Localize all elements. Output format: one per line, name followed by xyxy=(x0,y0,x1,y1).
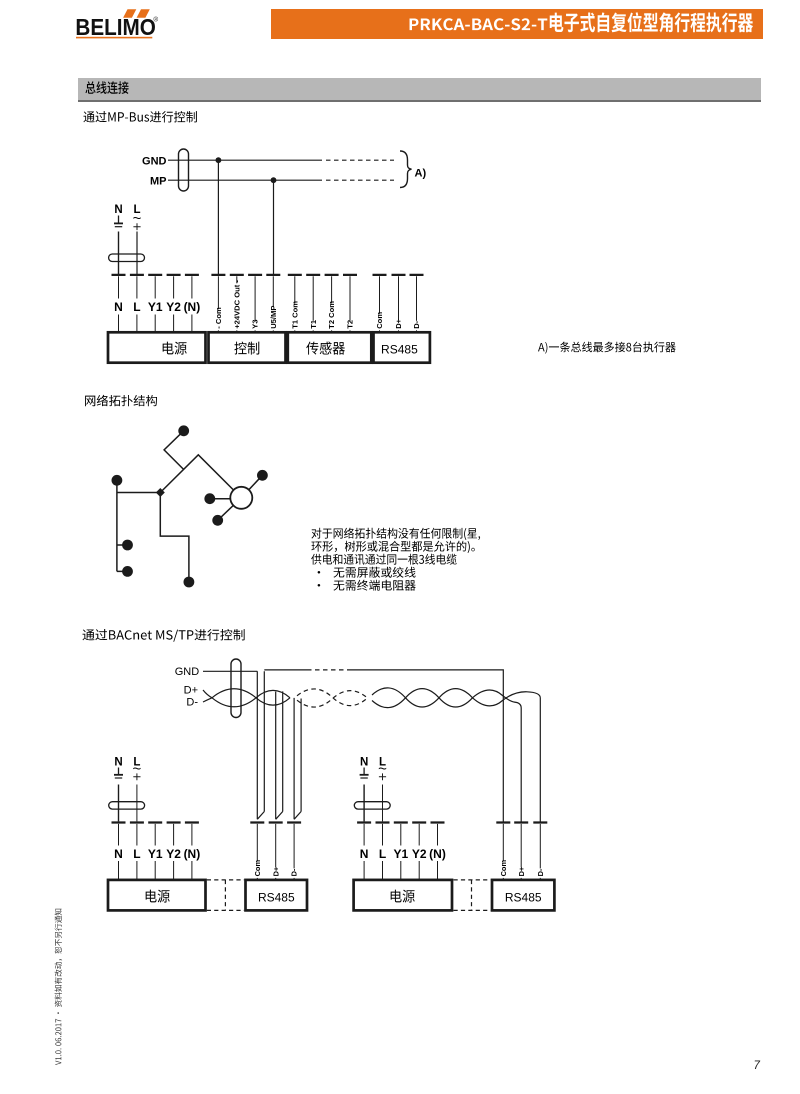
svg-text:L: L xyxy=(133,300,140,314)
svg-text:(N): (N) xyxy=(429,847,446,861)
svg-text:+24VDC Out -: +24VDC Out - xyxy=(232,280,241,329)
svg-text:Y1: Y1 xyxy=(148,300,163,314)
svg-text:RS485: RS485 xyxy=(505,890,542,904)
svg-text:(N): (N) xyxy=(184,847,201,861)
svg-text:RS485: RS485 xyxy=(258,890,295,904)
svg-text:D+: D+ xyxy=(271,866,280,876)
svg-text:L: L xyxy=(133,757,140,769)
svg-text:- Com: - Com xyxy=(214,307,223,329)
svg-text:N: N xyxy=(114,204,122,216)
svg-text:D+: D+ xyxy=(517,866,526,876)
svg-text:~: ~ xyxy=(133,760,142,777)
svg-text:GND: GND xyxy=(175,666,200,678)
svg-text:Y2: Y2 xyxy=(166,847,181,861)
svg-text:Y1: Y1 xyxy=(393,847,408,861)
svg-text:D-: D- xyxy=(536,868,545,876)
svg-text:BELIMO: BELIMO xyxy=(75,14,155,40)
svg-text:(N): (N) xyxy=(184,300,201,314)
svg-text:U5/MP: U5/MP xyxy=(269,306,278,329)
svg-text:Y3: Y3 xyxy=(251,320,260,329)
svg-text:MP: MP xyxy=(150,176,167,188)
svg-text:T2 Com: T2 Com xyxy=(327,301,336,329)
svg-text:GND: GND xyxy=(142,156,167,168)
svg-text:T1: T1 xyxy=(309,319,318,329)
svg-text:D-: D- xyxy=(412,320,421,328)
svg-text:D-: D- xyxy=(186,697,198,709)
svg-text:RS485: RS485 xyxy=(381,343,418,357)
svg-text:L: L xyxy=(379,847,386,861)
svg-text:N: N xyxy=(114,757,122,769)
svg-text:L: L xyxy=(379,757,386,769)
svg-text:D-: D- xyxy=(290,868,299,876)
svg-text:T2: T2 xyxy=(346,320,355,329)
svg-text:~: ~ xyxy=(133,210,142,227)
svg-text:~: ~ xyxy=(378,760,387,777)
svg-text:T1 Com: T1 Com xyxy=(290,301,299,329)
svg-text:N: N xyxy=(360,847,369,861)
svg-text:L: L xyxy=(133,204,140,216)
svg-text:N: N xyxy=(360,757,368,769)
svg-text:Y1: Y1 xyxy=(148,847,163,861)
svg-text:N: N xyxy=(114,847,123,861)
svg-text:L: L xyxy=(133,847,140,861)
svg-text:Com: Com xyxy=(499,860,508,877)
svg-text:Y2: Y2 xyxy=(166,300,181,314)
svg-text:Y2: Y2 xyxy=(412,847,427,861)
svg-text:D+: D+ xyxy=(184,685,198,697)
svg-text:A): A) xyxy=(415,168,427,180)
svg-text:D+: D+ xyxy=(394,318,403,328)
svg-text:®: ® xyxy=(153,16,158,24)
svg-text:Com: Com xyxy=(375,312,384,329)
svg-text:Com: Com xyxy=(253,860,262,877)
svg-text:N: N xyxy=(114,300,123,314)
